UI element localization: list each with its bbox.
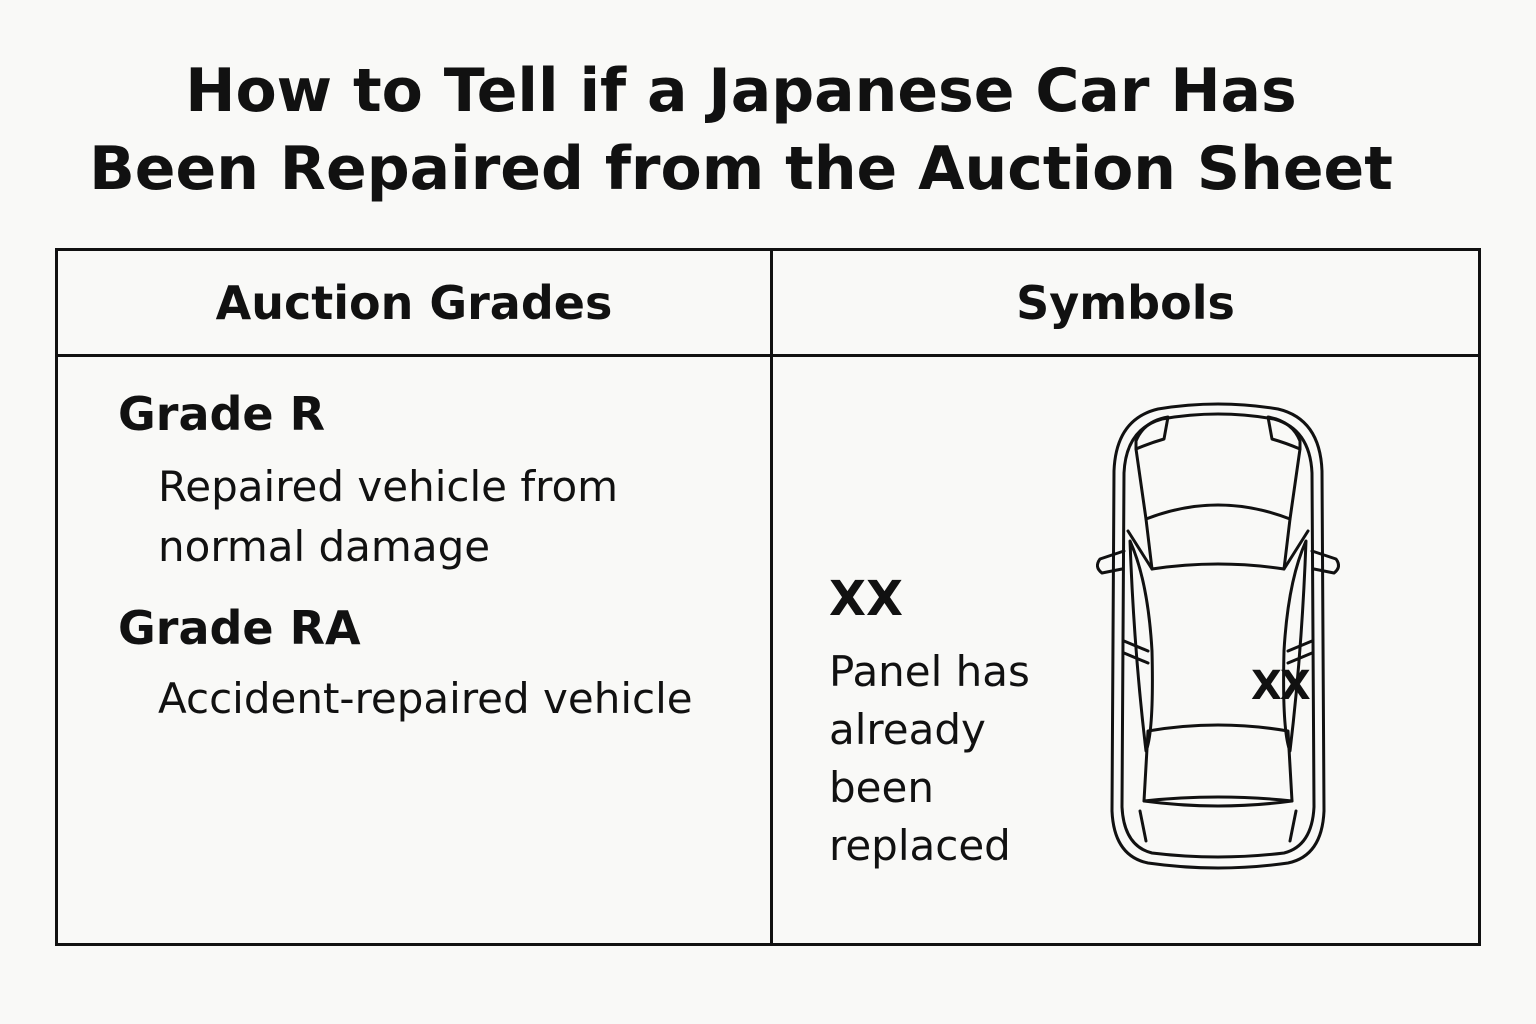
title-line-2: Been Repaired from the Auction Sheet: [89, 134, 1393, 204]
symbol-xx-description: Panel has already been replaced: [829, 647, 1030, 870]
header-divider: [58, 354, 1478, 357]
symbols-header: Symbols: [1016, 275, 1235, 330]
title-line-1: How to Tell if a Japanese Car Has: [185, 56, 1297, 126]
page-title: How to Tell if a Japanese Car Has Been R…: [0, 52, 1482, 208]
car-panel-xx-mark: XX: [1251, 663, 1311, 709]
grade-r-description-line-2: normal damage: [158, 522, 491, 571]
grade-r-title: Grade R: [118, 387, 326, 441]
grades-symbols-table: Auction Grades Symbols Grade R Repaired …: [55, 248, 1481, 946]
grade-r-description-line-1: Repaired vehicle from: [158, 462, 619, 511]
symbol-xx-label: XX: [829, 571, 904, 627]
grade-ra-description: Accident-repaired vehicle: [158, 674, 693, 723]
column-divider: [770, 251, 773, 943]
grade-ra-title: Grade RA: [118, 601, 361, 655]
car-top-view-icon: [1095, 402, 1341, 870]
auction-grades-header: Auction Grades: [215, 275, 613, 330]
